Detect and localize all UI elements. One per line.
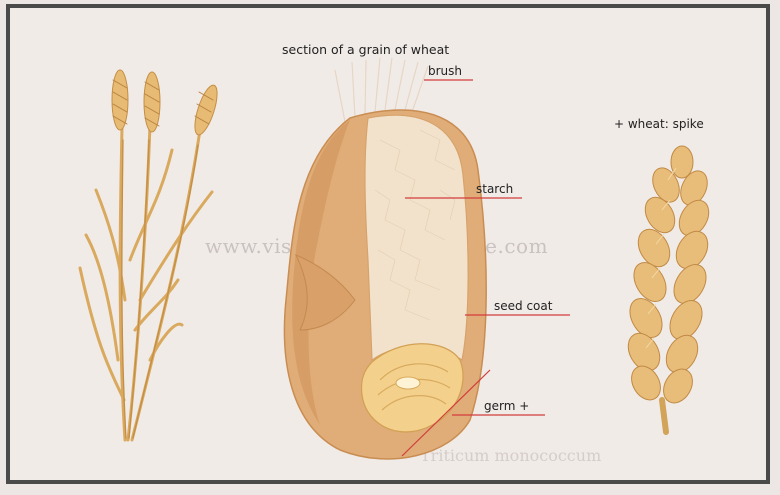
label-wheat-spike: + wheat: spike: [614, 117, 704, 131]
label-starch: starch: [476, 182, 513, 196]
label-germ: germ +: [484, 399, 529, 413]
diagram-title: section of a grain of wheat: [282, 42, 449, 57]
wheat-plant-illustration: [80, 70, 222, 440]
wheat-spike-illustration: [622, 146, 715, 432]
label-seed-coat: seed coat: [494, 299, 552, 313]
label-brush: brush: [428, 64, 462, 78]
